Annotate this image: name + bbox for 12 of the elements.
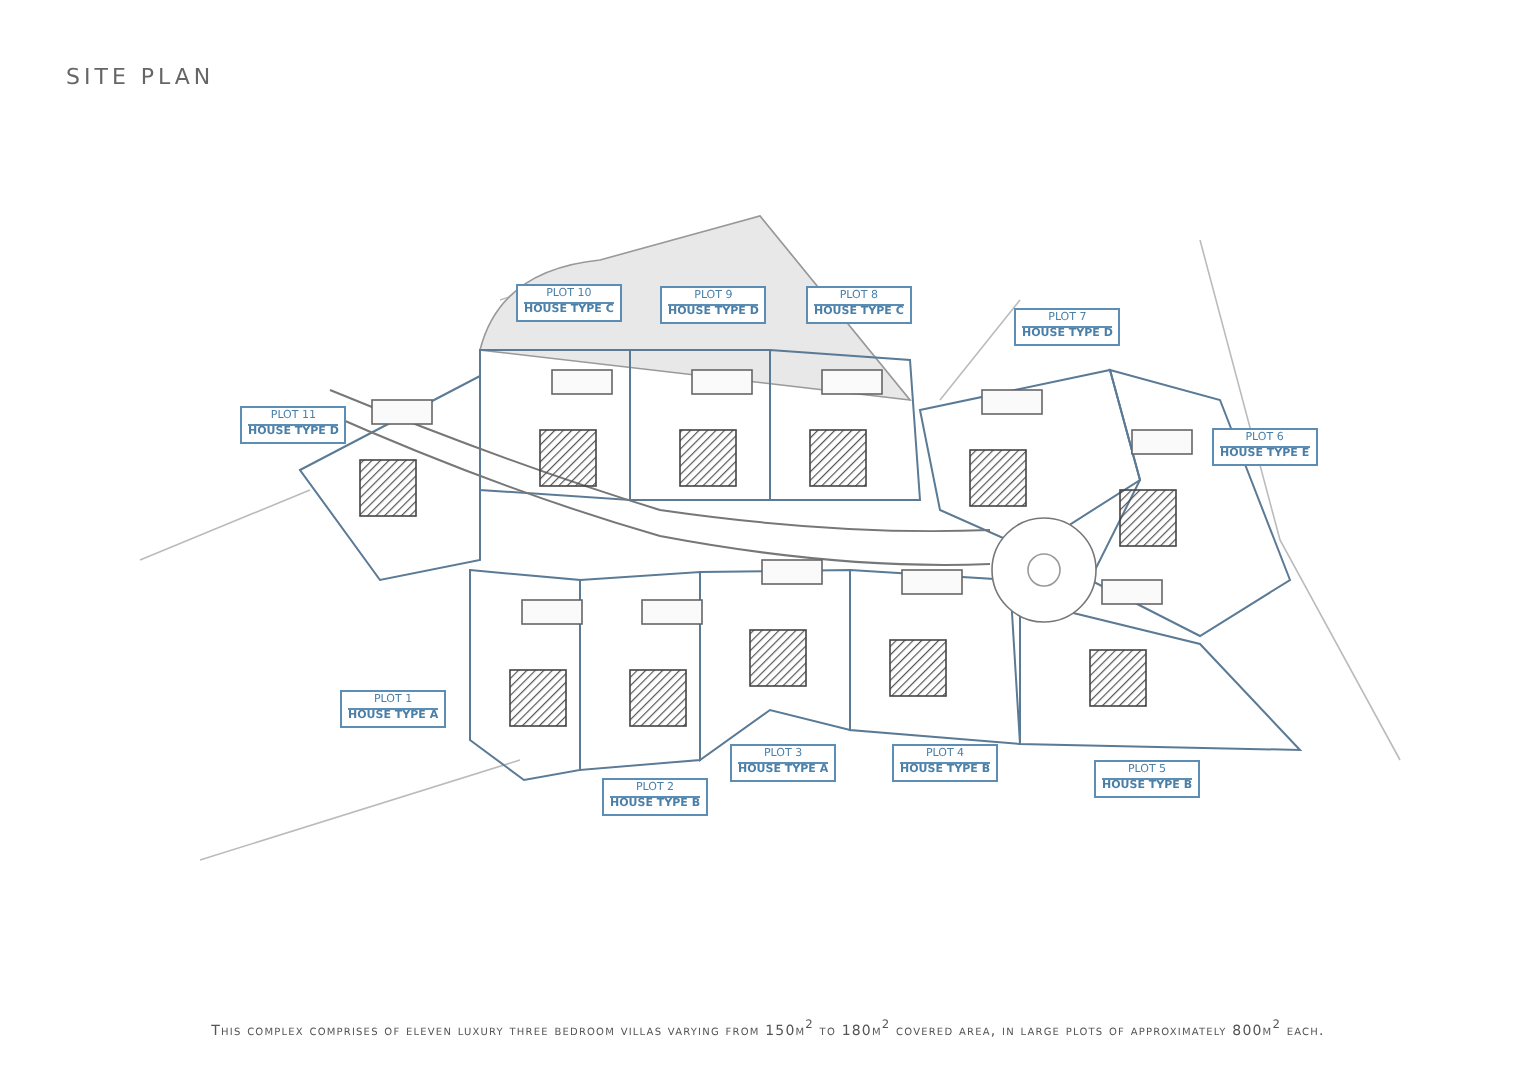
plot-label [806,286,912,324]
plot-label [1212,428,1318,466]
plot-label [660,286,767,324]
plot-label [602,778,709,816]
plot-label [1094,760,1201,798]
plot-label [892,744,999,782]
plot-label [730,744,837,782]
plot-label [340,690,447,728]
plot-label [516,284,622,322]
page-title: SITE PLAN [66,64,215,90]
plot-label [1014,308,1121,346]
plot-label [240,406,347,444]
